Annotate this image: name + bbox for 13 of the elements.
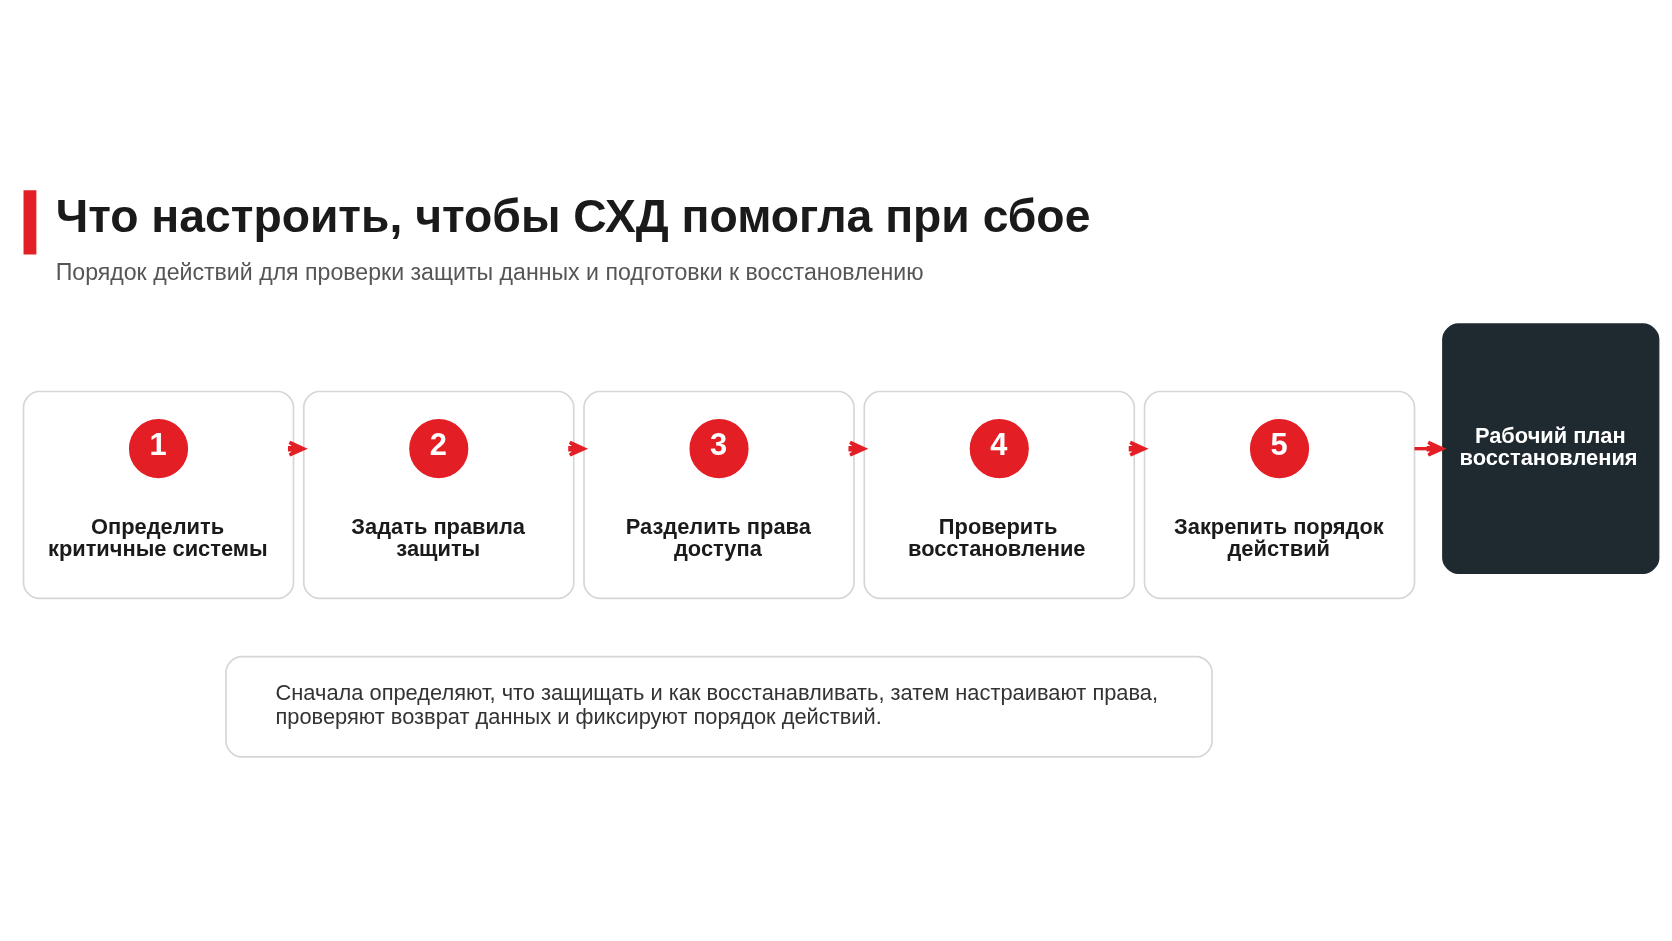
arrow xyxy=(848,440,866,457)
caption: Порядок действий для проверки защиты данных и подготовки к восстановлению xyxy=(55,258,924,284)
arrow xyxy=(1128,440,1147,457)
node-circle: 3 xyxy=(689,418,749,478)
node-circle: 4 xyxy=(969,418,1029,478)
node-circle: 2 xyxy=(409,418,469,478)
node-box: Рабочий план восстановления xyxy=(1442,322,1660,574)
node-box: Сначала определяют, что защищать и как восстанавливать, затем настраивают права, проверяют возврат данных и фиксируют порядок действий. xyxy=(225,655,1213,758)
arrow xyxy=(287,440,306,457)
arrow xyxy=(568,440,586,457)
node-circle: 1 xyxy=(128,418,189,478)
node-circle: 5 xyxy=(1249,418,1310,478)
diagram-title: Что настроить, чтобы СХД помогла при сбое xyxy=(55,189,1091,242)
